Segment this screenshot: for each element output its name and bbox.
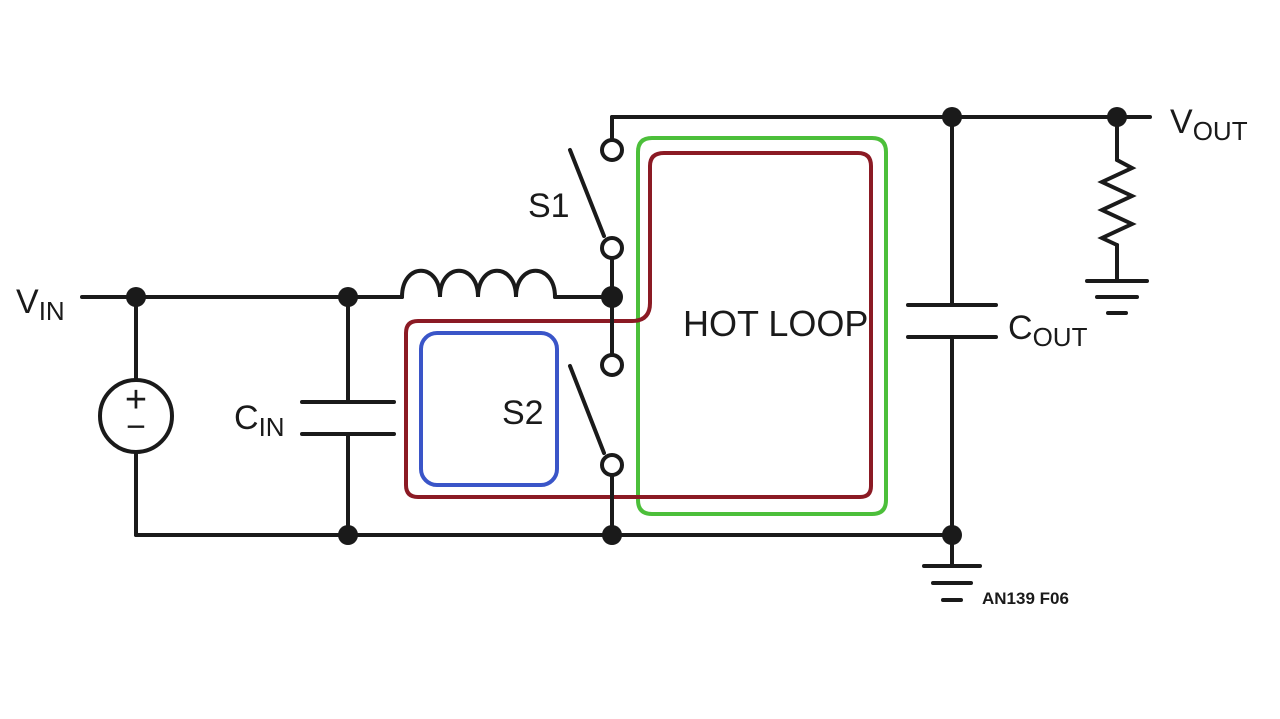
- blue-current-loop: [419, 331, 559, 487]
- source-plus-sign: +: [125, 379, 147, 421]
- vin-label: VIN: [16, 283, 65, 326]
- s2-label: S2: [502, 394, 544, 432]
- s1-label: S1: [528, 187, 570, 225]
- voltage-source: + −: [98, 378, 174, 454]
- cout-label: COUT: [1008, 309, 1088, 352]
- inductor: [400, 268, 557, 299]
- source-minus-sign: −: [126, 408, 146, 446]
- red-current-loop: [404, 151, 873, 499]
- junction-nodes: [126, 107, 1127, 545]
- input-capacitor: [300, 400, 396, 436]
- hot-loop-green: [636, 136, 888, 516]
- load-ground-symbol: [1085, 279, 1149, 315]
- cin-label: CIN: [234, 399, 285, 442]
- output-capacitor: [906, 303, 998, 339]
- load-resistor: [1097, 158, 1137, 247]
- hot-loop-label: HOT LOOP: [683, 303, 868, 344]
- main-ground-symbol: [922, 564, 982, 602]
- figure-reference: AN139 F06: [982, 589, 1069, 608]
- switch-s2: [568, 353, 624, 477]
- switch-s1: [568, 138, 624, 260]
- vout-label: VOUT: [1170, 103, 1248, 146]
